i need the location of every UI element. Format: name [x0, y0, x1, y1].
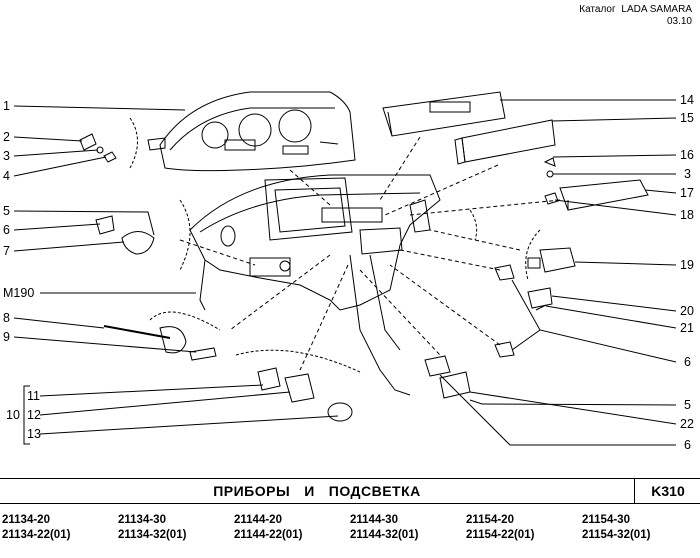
callout-12: 12 — [27, 408, 41, 422]
callout-3-right: 3 — [684, 167, 691, 181]
model-code: 21134-22(01) — [2, 529, 71, 541]
callout-19: 19 — [680, 258, 694, 272]
callout-16: 16 — [680, 148, 694, 162]
catalog-label: Каталог — [579, 4, 616, 15]
model-col-2: 21134-30 21134-32(01) — [118, 513, 186, 543]
callout-21: 21 — [680, 321, 694, 335]
callout-22: 22 — [680, 417, 694, 431]
footer-bottom-rule — [0, 503, 700, 504]
callout-1: 1 — [3, 99, 10, 113]
clip-part — [79, 133, 97, 151]
callout-m190: M190 — [3, 286, 35, 300]
callout-9: 9 — [3, 330, 10, 344]
callout-11: 11 — [27, 389, 40, 403]
callout-5-right: 5 — [684, 398, 691, 412]
callout-13: 13 — [27, 427, 41, 441]
parts-diagram — [13, 91, 677, 446]
model-col-3: 21144-20 21144-22(01) — [234, 513, 302, 543]
title-word-1: ПРИБОРЫ — [213, 483, 291, 499]
callout-20: 20 — [680, 304, 694, 318]
screw-part — [535, 304, 547, 311]
callout-8: 8 — [3, 311, 10, 325]
model-col-1: 21134-20 21134-22(01) — [2, 513, 70, 543]
control-module — [543, 157, 649, 211]
model-col-5: 21154-20 21154-22(01) — [466, 513, 534, 543]
model-code: 21134-30 — [118, 514, 166, 526]
model-code: 21154-22(01) — [466, 529, 535, 541]
screw-part — [103, 151, 117, 163]
footer-top-rule — [0, 478, 700, 479]
callout-5: 5 — [3, 204, 10, 218]
model-code: 21144-20 — [234, 514, 282, 526]
cover-panel — [454, 119, 556, 165]
model-code: 21154-20 — [466, 514, 514, 526]
callout-14: 14 — [680, 93, 694, 107]
callout-6-lower: 6 — [684, 438, 691, 452]
model-code: 21154-32(01) — [582, 529, 651, 541]
callout-7: 7 — [3, 244, 10, 258]
model-col-6: 21154-30 21154-32(01) — [582, 513, 650, 543]
model-code: 21134-20 — [2, 514, 50, 526]
callout-3: 3 — [3, 149, 10, 163]
instrument-cluster — [147, 91, 356, 172]
model-code: 21144-22(01) — [234, 529, 303, 541]
section-code: K310 — [634, 479, 700, 503]
callout-15: 15 — [680, 111, 694, 125]
dashboard — [189, 174, 441, 396]
model-code: 21144-30 — [350, 514, 398, 526]
callout-18: 18 — [680, 208, 694, 222]
callout-6-right: 6 — [684, 355, 691, 369]
model-code: 21134-32(01) — [118, 529, 187, 541]
section-title: ПРИБОРЫ И ПОДСВЕТКА — [0, 479, 634, 503]
catalog-date: 03.10 — [666, 16, 692, 27]
title-word-3: ПОДСВЕТКА — [328, 483, 421, 499]
callout-6: 6 — [3, 223, 10, 237]
callout-10: 10 — [6, 408, 20, 422]
model-code: 21144-32(01) — [350, 529, 419, 541]
model-col-4: 21144-30 21144-32(01) — [350, 513, 418, 543]
bracket-part — [527, 287, 553, 309]
catalog-name: LADA SAMARA — [621, 4, 692, 15]
radio-unit — [382, 91, 506, 137]
catalog-header: Каталог LADA SAMARA 03.10 — [576, 4, 692, 28]
callout-17: 17 — [680, 186, 694, 200]
model-code: 21154-30 — [582, 514, 630, 526]
callout-2: 2 — [3, 130, 10, 144]
callout-4: 4 — [3, 169, 10, 183]
title-word-2: И — [304, 483, 315, 499]
lamp-part — [527, 247, 576, 273]
